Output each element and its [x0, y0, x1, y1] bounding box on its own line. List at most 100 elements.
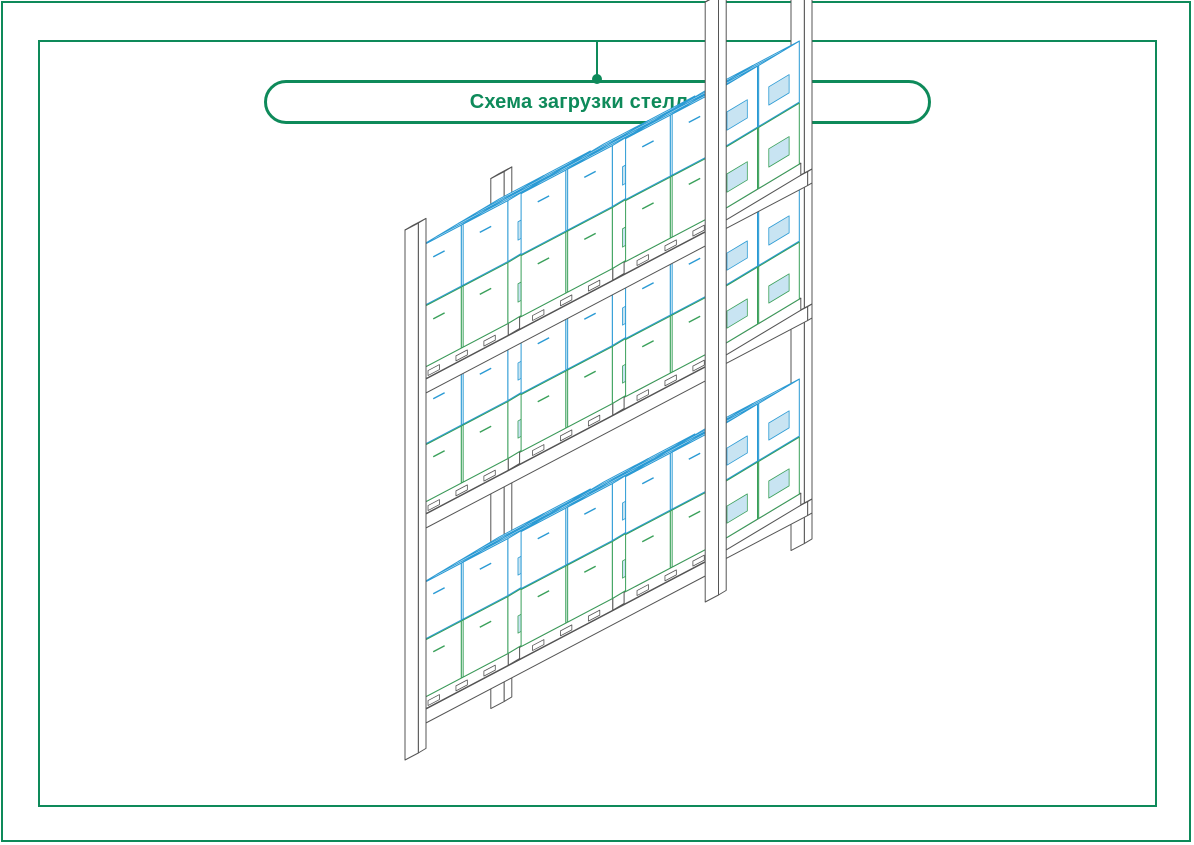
carton-box-l2-p1-r0-c0-t1-handle [537, 195, 550, 203]
carton-box-l0-p1-r0-c1-t0-handle [583, 565, 597, 573]
carton-box-l0-p2-r1-c1-t0-label [768, 468, 790, 499]
carton-box-l0-p2-r0-c0-t1-handle [641, 477, 654, 485]
carton-box-l2-p2-r1-c1-t1-label [768, 74, 790, 106]
carton-box-l1-p1-r0-c1-t1-handle [583, 312, 597, 320]
pallet-l2-p1-slot-2 [587, 279, 601, 292]
carton-box-l2-p1-r0-c1-t1-flap-seam [587, 132, 633, 158]
carton-box-l1-p2-r0-c0-t1-handle [641, 282, 654, 290]
pallet-l2-p0-slot-2 [483, 334, 496, 347]
carton-box-l0-p1-r0-c0-t1-flap-seam [541, 495, 587, 520]
title-connector-dot [592, 74, 602, 84]
title-connector-line [596, 40, 598, 78]
pallet-l1-p2-slot-0 [636, 389, 649, 401]
pallet-l2-p0-slot-0 [427, 364, 440, 376]
carton-box-l2-p0-r0-c1-t0-handle [479, 287, 492, 295]
carton-box-l1-p0-r0-c1-t0-handle [479, 425, 492, 433]
carton-box-l0-p2-r0-c1-t1-label [726, 435, 748, 466]
pallet-l0-p0-slot-1 [455, 679, 468, 692]
pallet-l1-p1-slot-0 [532, 444, 545, 456]
carton-box-l1-p0-r0-c0-t0-handle [432, 450, 445, 458]
carton-box-l0-p2-r1-c1-t1-label [768, 410, 790, 441]
carton-box-l0-p0-r0-c1-t1-handle [479, 562, 492, 570]
carton-box-l0-p2-r0-c0-t1-flap-seam [645, 440, 691, 465]
carton-box-l0-p2-r0-c1-t0-label [726, 493, 748, 524]
pallet-l0-p2-slot-2 [692, 554, 705, 567]
carton-box-l1-p1-r0-c0-t1-handle [537, 337, 550, 345]
pallet-l0-p2-slot-1 [664, 569, 677, 582]
carton-box-l0-p1-r0-c1-t1-flap-seam [587, 470, 633, 496]
carton-box-l0-p2-r0-c1-t0-handle [688, 510, 701, 518]
rack-upright-back-left-top [490, 166, 513, 180]
carton-box-l2-p0-r0-c1-t1-handle [479, 225, 492, 233]
carton-box-l1-p1-r0-c0-t0-handle [537, 395, 550, 403]
carton-box-l2-p1-r0-c1-t1-handle [583, 170, 597, 178]
rack-upright-front-left-front [404, 222, 419, 761]
carton-box-l1-p2-r0-c0-t0-handle [641, 340, 654, 348]
pallet-l1-p2-slot-1 [664, 374, 677, 387]
carton-box-l2-p0-r1-c0-t1-flap-seam [478, 187, 524, 212]
carton-box-l0-p1-r0-c0-t0-handle [537, 590, 550, 598]
carton-box-l2-p2-r0-c0-t1-flap-seam [645, 102, 691, 127]
carton-box-l0-p0-r0-c1-t1-flap-seam [483, 525, 529, 551]
pallet-l2-p1-slot-0 [532, 309, 545, 321]
carton-box-l2-p2-r1-c1-t0-label [768, 136, 790, 168]
carton-box-l1-p0-r0-c0-t1-handle [432, 392, 445, 400]
rack-upright-front-left-side [417, 217, 427, 754]
pallet-l0-p0-slot-2 [483, 664, 496, 677]
carton-box-l2-p2-r0-c1-t1-label [726, 99, 748, 131]
carton-box-l2-p2-r0-c1-t0-label [726, 161, 748, 193]
carton-box-l2-p0-r0-c1-t1-flap-seam [483, 187, 529, 213]
carton-box-l2-p2-r0-c0-t0-handle [641, 202, 654, 210]
carton-box-l1-p2-r0-c1-t1-label [726, 240, 748, 271]
pallet-l1-p1-slot-2 [587, 414, 601, 427]
pallet-l0-p1-slot-2 [587, 609, 601, 622]
carton-box-l0-p0-r0-c1-t0-handle [479, 620, 492, 628]
carton-box-l0-p0-r0-c0-t1-handle [432, 587, 445, 595]
pallet-l0-p1-slot-1 [560, 624, 573, 637]
carton-box-l2-p1-r0-c0-t1-flap-seam [541, 157, 587, 182]
rack-upright-front-right-side [718, 0, 727, 596]
pallet-l2-p2-slot-0 [636, 254, 649, 266]
carton-box-l2-p1-r0-c0-t0-handle [537, 257, 550, 265]
carton-box-l1-p0-r0-c1-t1-handle [479, 367, 492, 375]
rack-upright-front-right-front [704, 0, 719, 603]
carton-box-l0-p1-r1-c1-t1-flap-seam [629, 445, 675, 471]
rack-upright-back-right-side [803, 0, 813, 545]
carton-box-l2-p1-r1-c0-t1-flap-seam [583, 132, 629, 157]
carton-box-l1-p2-r0-c1-t0-label [726, 298, 748, 329]
carton-box-l2-p2-r0-c1-t0-handle [688, 177, 701, 185]
pallet-l0-p0-slot-0 [427, 694, 440, 706]
pallet-l2-p1-slot-1 [560, 294, 573, 307]
pallet-l1-p0-slot-2 [483, 469, 496, 482]
carton-box-l1-p2-r0-c1-t1-handle [688, 257, 701, 265]
carton-box-l2-p2-r0-c1-t1-handle [688, 115, 701, 123]
pallet-l1-p1-slot-1 [560, 429, 573, 442]
carton-box-l0-p2-r0-c1-t1-handle [688, 452, 701, 460]
pallet-l2-p2-slot-2 [692, 224, 705, 237]
pallet-l2-p2-slot-1 [664, 239, 677, 252]
pallet-l2-p0-slot-1 [455, 349, 468, 362]
carton-box-l0-p0-r1-c1-t1-flap-seam [525, 500, 571, 526]
carton-box-l2-p1-r1-c1-t1-flap-seam [629, 107, 675, 133]
carton-box-l0-p2-r0-c0-t0-handle [641, 535, 654, 543]
carton-box-l1-p2-r1-c1-t1-label [768, 215, 790, 246]
carton-box-l0-p0-r0-c0-t0-handle [432, 645, 445, 653]
pallet-l0-p1-slot-0 [532, 639, 545, 651]
pallet-l1-p0-slot-1 [455, 484, 468, 497]
carton-box-l1-p2-r0-c1-t0-handle [688, 315, 701, 323]
carton-box-l0-p0-r0-c0-t1-flap-seam [436, 550, 482, 575]
carton-box-l0-p2-r1-c1-t1-flap-seam [734, 390, 780, 416]
carton-box-l2-p0-r1-c1-t1-flap-seam [525, 162, 571, 188]
diagram-title: Схема загрузки стеллажа [469, 90, 726, 113]
carton-box-l2-p2-r1-c1-t1-flap-seam [734, 52, 780, 78]
carton-box-l1-p1-r0-c1-t0-handle [583, 370, 597, 378]
pallet-l0-p2-slot-0 [636, 584, 649, 596]
carton-box-l0-p1-r0-c0-t1-handle [537, 532, 550, 540]
carton-box-l2-p0-r0-c0-t1-handle [432, 250, 445, 258]
pallet-l1-p2-slot-2 [692, 359, 705, 372]
rack-upright-front-left-top [404, 217, 427, 231]
carton-box-l2-p0-r0-c0-t1-flap-seam [436, 212, 482, 237]
pallet-l1-p0-slot-0 [427, 499, 440, 511]
carton-box-l1-p2-r1-c1-t0-label [768, 273, 790, 304]
